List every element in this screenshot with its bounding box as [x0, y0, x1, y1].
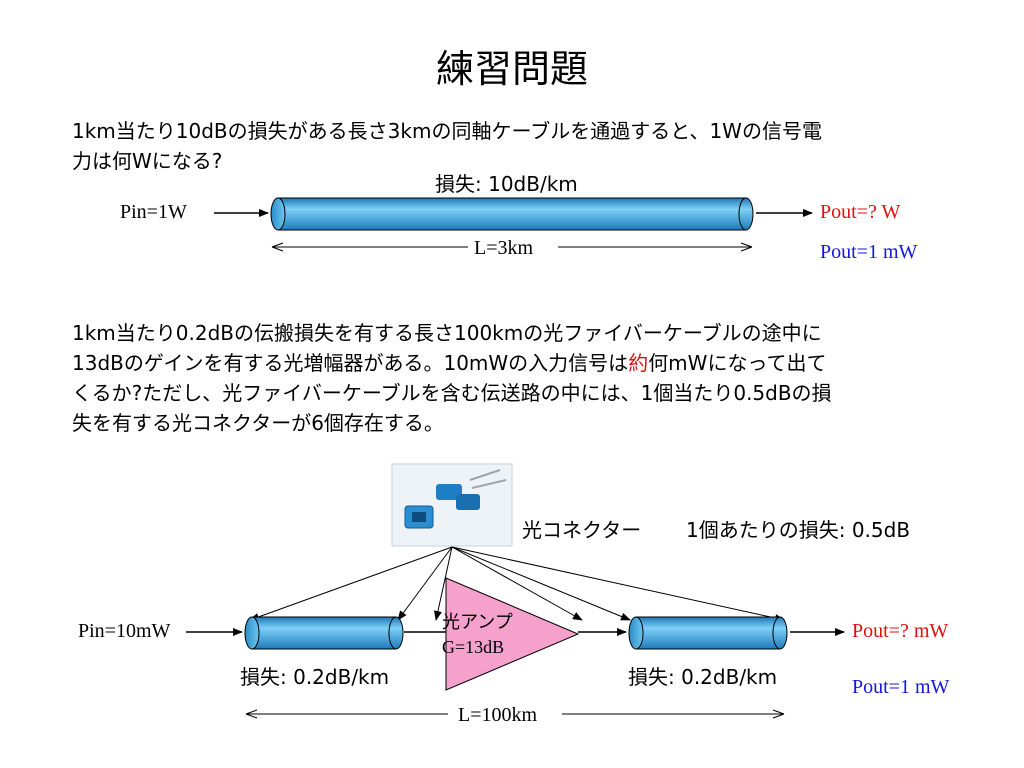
- fiber-cable-2: [628, 616, 788, 650]
- p1-pin-label: Pin=1W: [120, 201, 187, 223]
- problem2-line2: 13dBのゲインを有する光増幅器がある。10mWの入力信号は約何mWになって出て: [72, 351, 827, 375]
- connector-loss-label: 1個あたりの損失: 0.5dB: [686, 518, 911, 542]
- fiber-cable-1: [244, 616, 404, 650]
- p2-length-label: L=100km: [458, 704, 538, 726]
- p1-length-label: L=3km: [474, 237, 534, 259]
- optical-amplifier: [445, 577, 580, 691]
- problem2-line1: 1km当たり0.2dBの伝搬損失を有する長さ100kmの光ファイバーケーブルの途…: [72, 321, 822, 345]
- connector-label: 光コネクター: [522, 518, 642, 542]
- p1-loss-label: 損失: 10dB/km: [435, 172, 578, 196]
- problem1-line2: 力は何Wになる?: [72, 149, 223, 173]
- p1-pout-answer: Pout=1 mW: [820, 241, 918, 263]
- page-title: 練習問題: [435, 47, 588, 91]
- p1-coax-cable: [270, 197, 754, 231]
- amp-gain-label: G=13dB: [442, 637, 505, 657]
- amp-label: 光アンプ: [442, 612, 513, 633]
- p1-pout-question: Pout=? W: [820, 201, 901, 223]
- problem1-line1: 1km当たり10dBの損失がある長さ3kmの同軸ケーブルを通過すると、1Wの信号…: [72, 119, 822, 143]
- connector-photo: [391, 463, 513, 547]
- p2-pout-question: Pout=? mW: [852, 620, 949, 642]
- problem2-text: 1km当たり0.2dBの伝搬損失を有する長さ100kmの光ファイバーケーブルの途…: [72, 318, 962, 438]
- problem2-line3: くるか?ただし、光ファイバーケーブルを含む伝送路の中には、1個当たり0.5dBの…: [72, 381, 832, 405]
- highlight-text: 約: [628, 351, 649, 375]
- problem1-text: 1km当たり10dBの損失がある長さ3kmの同軸ケーブルを通過すると、1Wの信号…: [72, 116, 962, 176]
- p2-pout-answer: Pout=1 mW: [852, 676, 950, 698]
- fiber2-loss-label: 損失: 0.2dB/km: [628, 665, 778, 689]
- connector-pointer-arrows: [249, 546, 785, 622]
- problem2-line4: 失を有する光コネクターが6個存在する。: [72, 411, 444, 435]
- fiber1-loss-label: 損失: 0.2dB/km: [240, 665, 390, 689]
- p2-pin-label: Pin=10mW: [78, 620, 171, 642]
